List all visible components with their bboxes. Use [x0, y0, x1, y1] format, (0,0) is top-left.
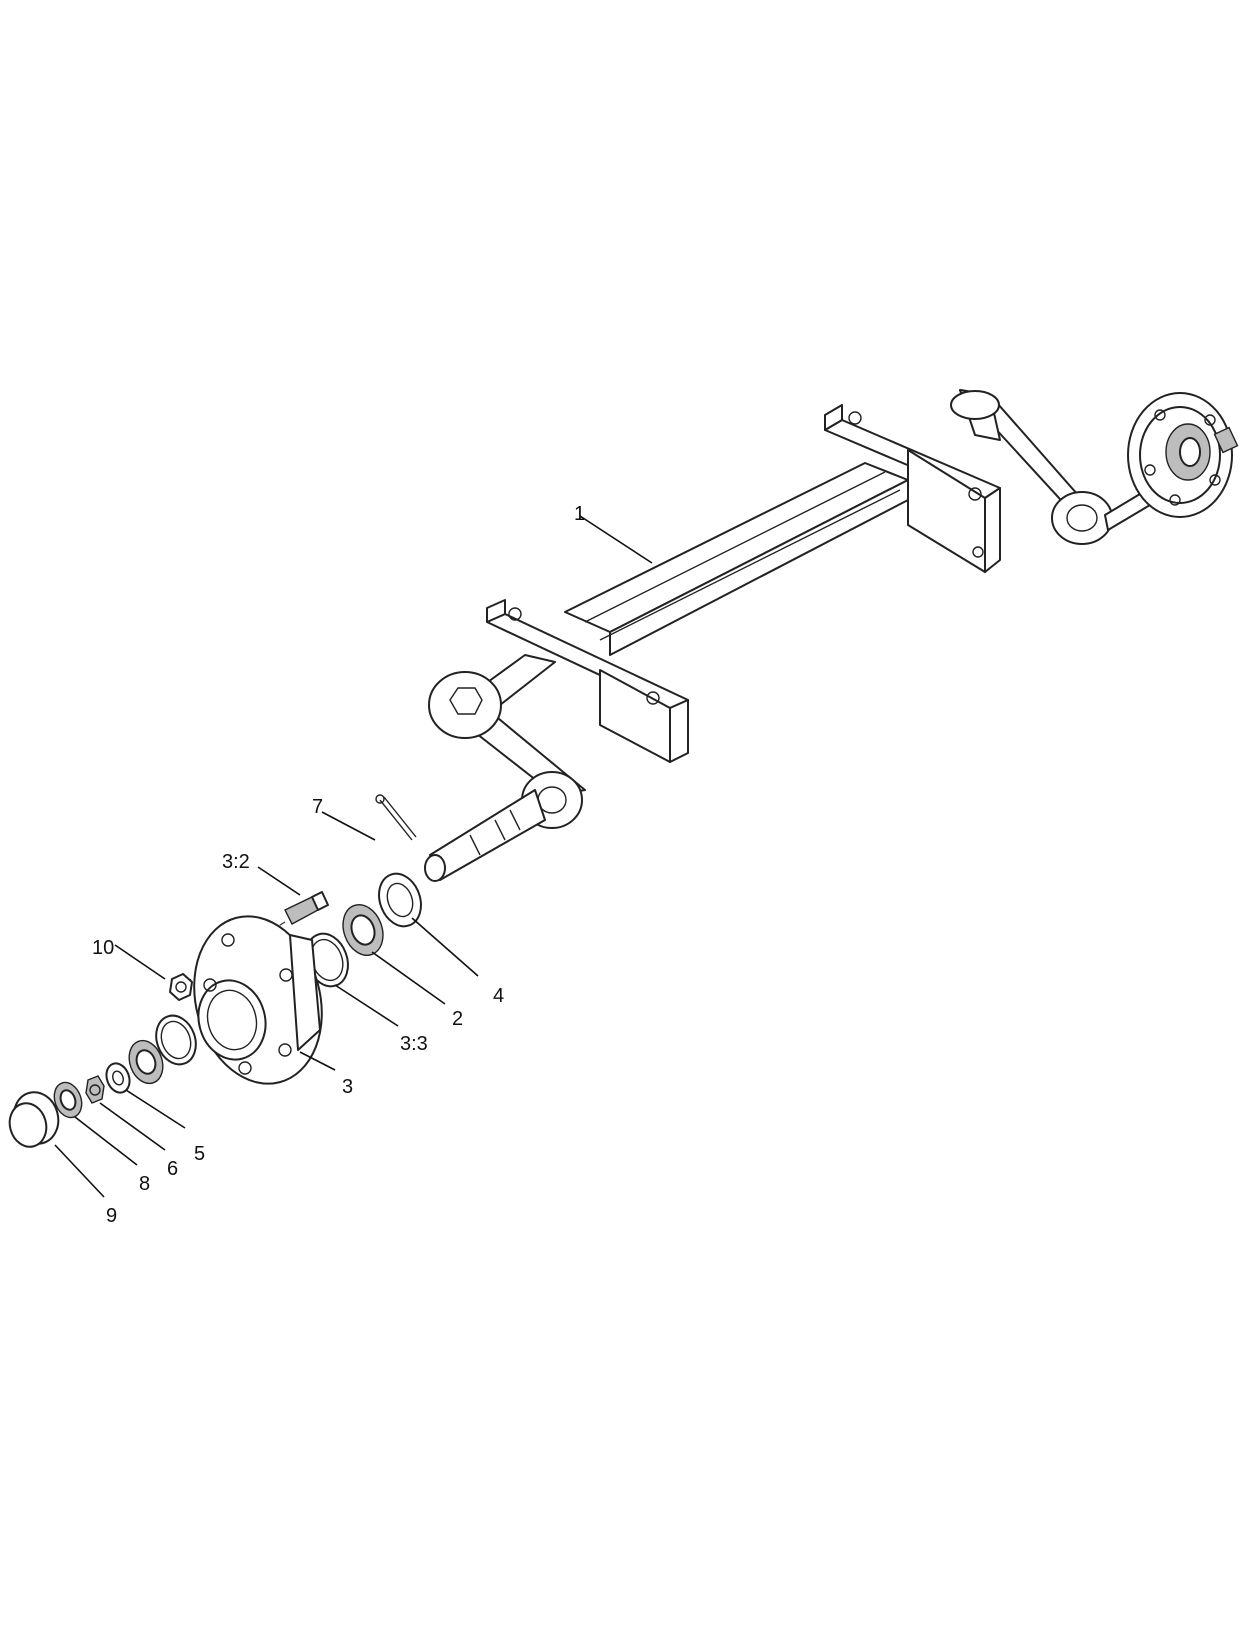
callout-2: 2 — [452, 1008, 463, 1030]
callout-10: 10 — [92, 937, 114, 959]
callout-9: 9 — [106, 1205, 117, 1227]
leader-3-3 — [334, 984, 399, 1027]
callout-6: 6 — [167, 1158, 178, 1180]
left-spindle — [424, 789, 546, 882]
leader-5 — [125, 1089, 186, 1129]
callout-3-3: 3:3 — [400, 1033, 428, 1055]
axle-tube — [564, 462, 909, 656]
left-mounting-bracket — [486, 599, 689, 763]
right-torsion-arm — [950, 389, 1151, 545]
callout-8: 8 — [139, 1173, 150, 1195]
right-mounting-bracket — [824, 404, 1001, 573]
nut-retainer — [53, 1081, 83, 1119]
left-torsion-arm — [428, 654, 586, 829]
outer-bearing-cup — [155, 1014, 197, 1066]
grease-seal — [378, 872, 422, 928]
leader-9 — [54, 1144, 105, 1198]
spindle-nut — [85, 1075, 105, 1104]
callout-5: 5 — [194, 1143, 205, 1165]
callout-3: 3 — [342, 1076, 353, 1098]
leader-7 — [321, 811, 376, 841]
callout-3-2: 3:2 — [222, 851, 250, 873]
leader-3 — [299, 1051, 336, 1071]
callout-7: 7 — [312, 796, 323, 818]
leader-1 — [579, 515, 653, 564]
leader-8 — [74, 1116, 138, 1166]
hub — [193, 915, 323, 1085]
dust-cap — [8, 1091, 60, 1148]
callout-1: 1 — [574, 503, 585, 525]
washer — [105, 1062, 131, 1094]
callout-4: 4 — [493, 985, 504, 1007]
outer-bearing-cone — [128, 1039, 164, 1085]
leader-2 — [371, 951, 446, 1005]
cotter-pin — [375, 794, 417, 841]
leader-lines — [54, 515, 653, 1198]
leader-6 — [99, 1102, 166, 1151]
leader-10 — [114, 944, 166, 980]
inner-bearing-cone — [342, 904, 384, 956]
lug-nut — [169, 973, 193, 1001]
leader-4 — [411, 917, 479, 977]
callout-labels: 1 2 3 3:2 3:3 4 5 6 7 8 9 10 — [92, 503, 585, 1227]
right-hub — [1127, 392, 1239, 518]
leader-3-2 — [257, 866, 301, 896]
